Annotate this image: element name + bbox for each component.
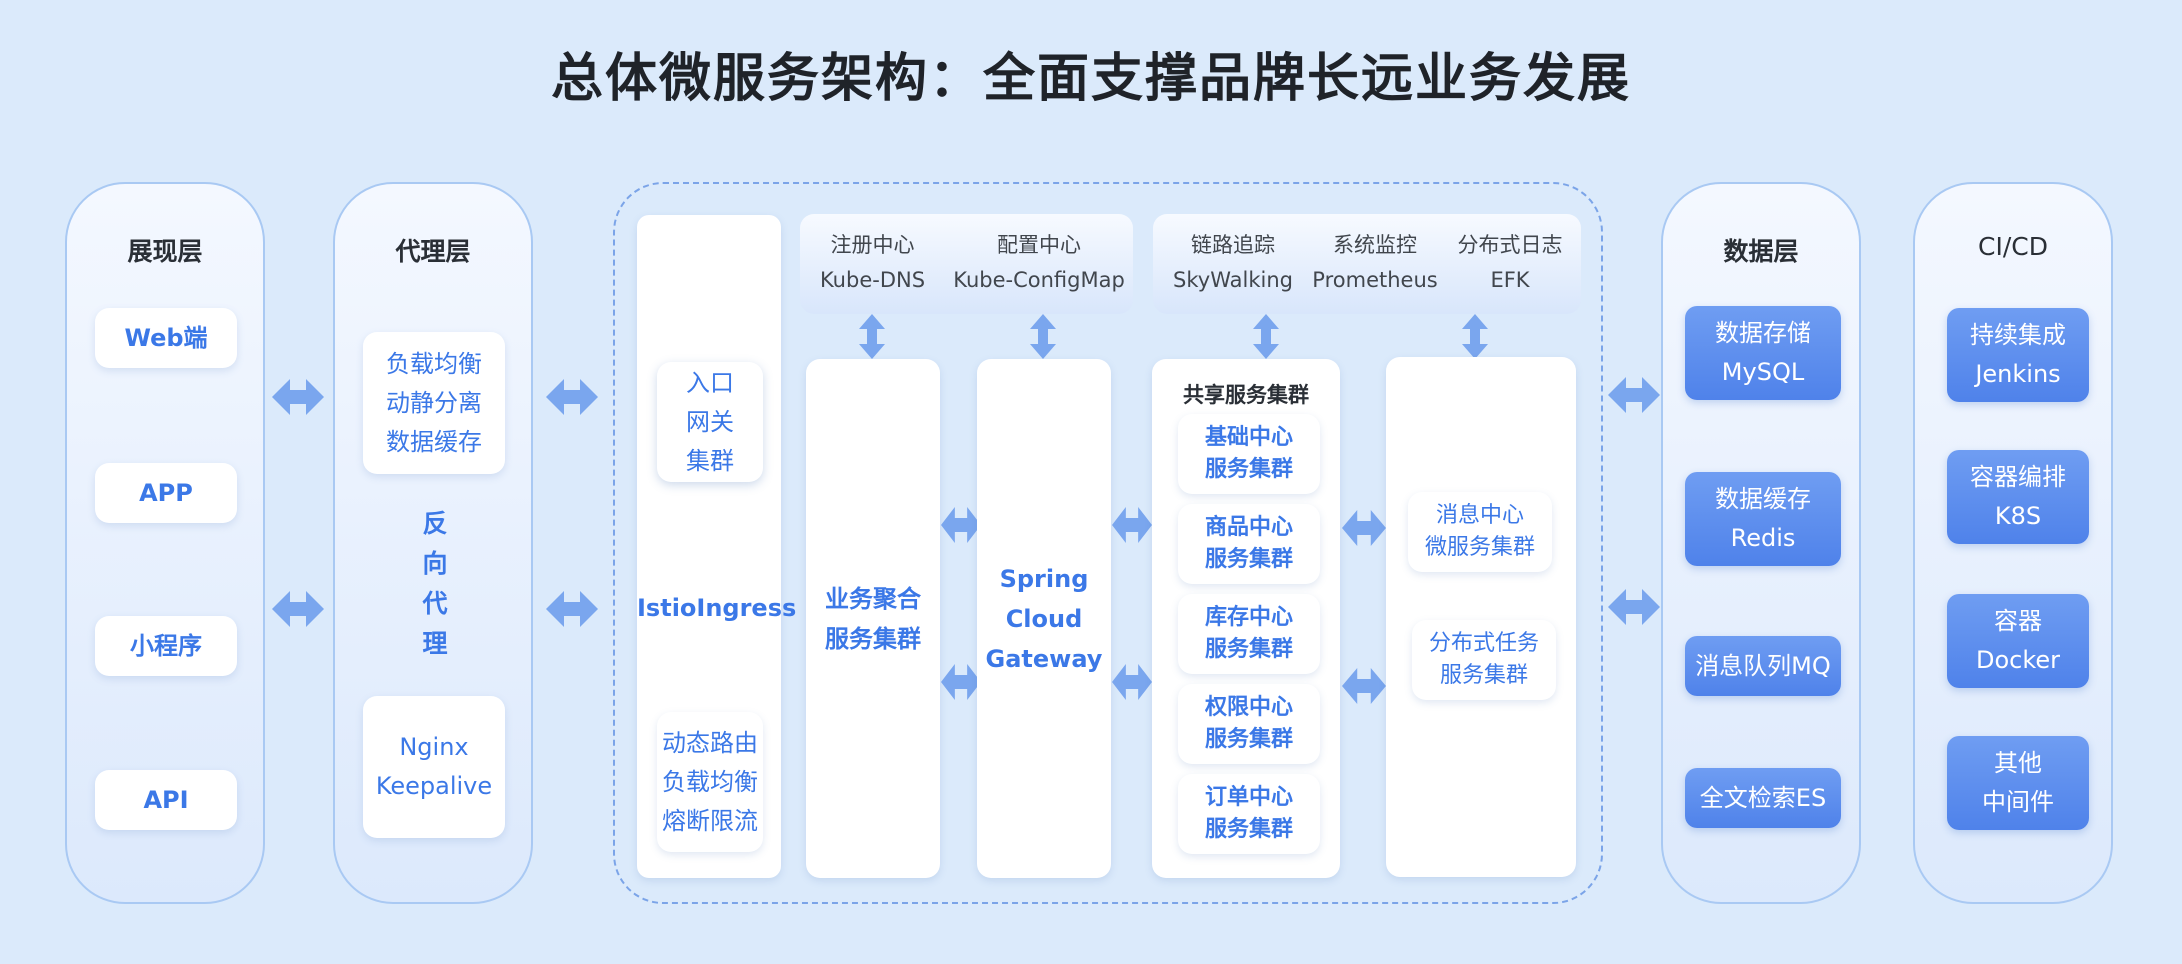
- vertical-arrow-icon: [1253, 314, 1279, 359]
- middleware-box: 其他中间件: [1947, 736, 2089, 830]
- cluster-label: 集群: [686, 446, 734, 475]
- message-center-box: 消息中心微服务集群: [1408, 492, 1552, 572]
- inventory-center-box: 库存中心服务集群: [1178, 594, 1320, 674]
- web-client-label: Web端: [124, 324, 208, 352]
- business-aggregation-label: 业务聚合: [825, 584, 921, 613]
- messaging-cluster: [1386, 357, 1576, 877]
- web-client-box: Web端: [95, 308, 237, 368]
- system-monitoring-item: 系统监控 Prometheus: [1312, 233, 1438, 292]
- bidirectional-arrow-icon: [1112, 507, 1152, 543]
- config-center-item: 配置中心 Kube-ConfigMap: [953, 233, 1125, 292]
- bidirectional-arrow-icon: [1342, 510, 1386, 546]
- bidirectional-arrow-icon: [272, 591, 324, 627]
- business-aggregation-box: 业务聚合 服务集群: [806, 359, 940, 878]
- page-title: 总体微服务架构：全面支撑品牌长远业务发展: [550, 49, 1631, 109]
- registry-config-card: 注册中心 Kube-DNS 配置中心 Kube-ConfigMap: [800, 214, 1133, 314]
- entry-gateway-box: 入口 网关 集群: [657, 362, 763, 482]
- product-center-box: 商品中心服务集群: [1178, 504, 1320, 584]
- data-layer-title: 数据层: [1723, 237, 1799, 266]
- load-balance-label: 负载均衡: [662, 767, 758, 796]
- cloud-label: Cloud: [1005, 604, 1083, 633]
- keepalive-label: Keepalive: [375, 772, 493, 800]
- gateway-name-label: Gateway: [985, 644, 1103, 673]
- api-client-box: API: [95, 770, 237, 830]
- bidirectional-arrow-icon: [941, 507, 981, 543]
- shared-service-cluster-title: 共享服务集群: [1183, 383, 1309, 407]
- distributed-task-box: 分布式任务服务集群: [1412, 620, 1556, 700]
- microservice-cluster-boundary: [613, 182, 1603, 904]
- data-cache-label: 数据缓存: [386, 427, 482, 456]
- registry-center-item: 注册中心 Kube-DNS: [819, 233, 926, 292]
- bidirectional-arrow-icon: [272, 379, 324, 415]
- service-cluster-label: 服务集群: [825, 624, 921, 653]
- nginx-box: Nginx Keepalive: [363, 696, 505, 838]
- spring-cloud-gateway-box: Spring Cloud Gateway: [977, 359, 1111, 878]
- presentation-layer-title: 展现层: [127, 237, 203, 266]
- vertical-arrow-icon: [859, 314, 885, 359]
- static-dynamic-separation-label: 动静分离: [386, 388, 482, 417]
- order-center-box: 订单中心服务集群: [1178, 774, 1320, 854]
- tracing-item: 链路追踪 SkyWalking: [1173, 233, 1293, 292]
- mini-program-box: 小程序: [95, 616, 237, 676]
- bidirectional-arrow-icon: [546, 379, 598, 415]
- bidirectional-arrow-icon: [1608, 377, 1660, 413]
- mini-program-label: 小程序: [130, 632, 202, 660]
- dynamic-routing-label: 动态路由: [662, 728, 758, 757]
- proxy-features-box: 负载均衡 动静分离 数据缓存: [363, 332, 505, 474]
- cicd-layer-title: CI/CD: [1978, 232, 2048, 261]
- entry-label: 入口: [686, 368, 734, 397]
- message-queue-box: 消息队列MQ: [1685, 636, 1841, 696]
- load-balance-label: 负载均衡: [386, 349, 482, 378]
- bidirectional-arrow-icon: [1112, 664, 1152, 700]
- istio-ingress-label: IstioIngress: [637, 594, 797, 622]
- presentation-layer: 展现层 Web端 APP 小程序 API: [65, 182, 265, 904]
- bidirectional-arrow-icon: [546, 591, 598, 627]
- spring-label: Spring: [999, 564, 1089, 593]
- distributed-logging-item: 分布式日志 EFK: [1457, 233, 1563, 292]
- app-client-box: APP: [95, 463, 237, 523]
- bidirectional-arrow-icon: [1342, 668, 1386, 704]
- vertical-arrow-icon: [1030, 314, 1056, 359]
- istio-features-box: 动态路由 负载均衡 熔断限流: [657, 712, 763, 852]
- bidirectional-arrow-icon: [941, 664, 981, 700]
- monitoring-card: 链路追踪 SkyWalking 系统监控 Prometheus 分布式日志 EF…: [1153, 214, 1581, 314]
- proxy-layer: 代理层 负载均衡 动静分离 数据缓存 反 向 代 理 Nginx Keepali…: [333, 182, 533, 904]
- circuit-breaker-label: 熔断限流: [662, 806, 758, 835]
- app-client-label: APP: [139, 479, 193, 507]
- reverse-proxy-label: 反 向 代 理: [422, 509, 448, 658]
- api-client-label: API: [143, 786, 189, 814]
- proxy-layer-title: 代理层: [395, 237, 471, 266]
- nginx-label: Nginx: [399, 733, 469, 761]
- basic-center-box: 基础中心服务集群: [1178, 414, 1320, 494]
- permission-center-box: 权限中心服务集群: [1178, 684, 1320, 764]
- gateway-label: 网关: [686, 407, 734, 436]
- vertical-arrow-icon: [1462, 314, 1488, 359]
- bidirectional-arrow-icon: [1608, 589, 1660, 625]
- elasticsearch-box: 全文检索ES: [1685, 768, 1841, 828]
